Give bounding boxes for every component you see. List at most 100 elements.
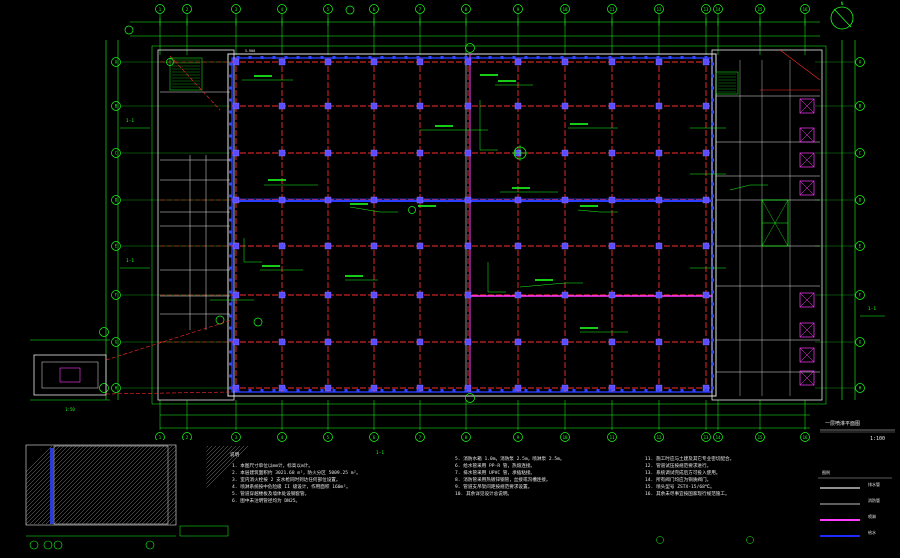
perimeter-column — [656, 389, 660, 392]
perimeter-column — [229, 266, 232, 270]
axis-number-label: 13 — [704, 435, 709, 440]
axis-bubble — [111, 148, 121, 158]
left-wing-outline — [157, 49, 235, 401]
perimeter-column — [596, 56, 600, 59]
hatch-line — [21, 445, 101, 525]
axis-bubble — [53, 540, 63, 550]
column-marker — [370, 242, 378, 250]
perimeter-column — [392, 389, 396, 392]
perimeter-column — [711, 290, 714, 294]
detail-label: 1:50 — [65, 407, 75, 412]
notes-col3: 11. 施工时应与土建及其它专业密切配合。12. 管道试压按规范要求进行。13.… — [645, 456, 734, 499]
perimeter-column — [488, 56, 492, 59]
column-marker — [561, 58, 569, 66]
perimeter-column — [229, 206, 232, 210]
perimeter-column — [368, 56, 372, 59]
perimeter-column — [711, 110, 714, 114]
leader-line — [577, 209, 601, 213]
perimeter-column — [229, 290, 232, 294]
axis-bubble — [746, 536, 754, 544]
axis-bubble — [323, 4, 333, 14]
branch-pipe — [105, 319, 233, 361]
axis-number-label: 1 — [159, 435, 162, 440]
axis-bubble — [277, 432, 287, 442]
perimeter-column — [584, 389, 588, 392]
axis-bubble — [855, 241, 865, 251]
column-marker — [232, 242, 240, 250]
perimeter-column — [711, 374, 714, 378]
label-mark — [268, 179, 286, 181]
perimeter-column — [229, 182, 232, 186]
label-mark — [345, 275, 363, 277]
fixture-cross — [799, 370, 815, 386]
perimeter-column — [344, 389, 348, 392]
perimeter-column — [229, 86, 232, 90]
column-marker — [464, 291, 472, 299]
axis-number-label: 15 — [758, 7, 763, 12]
axis-bubble — [513, 4, 523, 14]
column-marker — [561, 149, 569, 157]
axis-number-label: 7 — [419, 7, 422, 12]
column-marker — [702, 149, 710, 157]
column-marker — [416, 58, 424, 66]
legend-label: 喷淋 — [868, 514, 876, 519]
hatch-line — [69, 445, 149, 525]
column-marker — [416, 196, 424, 204]
axis-bubble — [461, 432, 471, 442]
perimeter-column — [524, 389, 528, 392]
column-marker — [278, 102, 286, 110]
column-marker — [464, 58, 472, 66]
axis-bubble — [111, 195, 121, 205]
axis-bubble — [29, 540, 39, 550]
hatch-line — [109, 445, 189, 525]
perimeter-column — [711, 86, 714, 90]
perimeter-column — [680, 56, 684, 59]
perimeter-column — [464, 389, 468, 392]
column-marker — [561, 196, 569, 204]
axis-bubble — [713, 432, 723, 442]
perimeter-column — [644, 56, 648, 59]
column-marker — [655, 196, 663, 204]
axis-number-label: 12 — [657, 435, 662, 440]
label-mark — [254, 75, 272, 77]
column-marker — [464, 102, 472, 110]
axis-number-label: 6 — [373, 435, 376, 440]
column-marker — [416, 242, 424, 250]
axis-number-label: 10 — [563, 7, 568, 12]
label-mark — [498, 80, 516, 82]
hatch-line — [33, 445, 113, 525]
column-marker — [278, 242, 286, 250]
column-marker — [416, 384, 424, 392]
label-mark — [435, 125, 453, 127]
perimeter-column — [229, 158, 232, 162]
axis-letter-label: D — [115, 198, 118, 203]
axis-bubble — [855, 57, 865, 67]
perimeter-column — [229, 374, 232, 378]
column-marker — [514, 102, 522, 110]
perimeter-column — [711, 134, 714, 138]
column-marker — [464, 242, 472, 250]
column-marker — [416, 149, 424, 157]
notes-col1: 1. 本图尺寸单位以mm计，标高以m计。2. 本层建筑面积约 3021.68 m… — [232, 463, 361, 506]
column-marker — [370, 338, 378, 346]
axis-bubble — [855, 101, 865, 111]
legend-label: 给水 — [868, 530, 876, 535]
perimeter-column — [229, 110, 232, 114]
mask — [26, 440, 176, 445]
perimeter-column — [512, 56, 516, 59]
column-marker — [324, 384, 332, 392]
column-marker — [278, 58, 286, 66]
axis-number-label: 8 — [465, 7, 468, 12]
column-marker — [464, 149, 472, 157]
axis-bubble — [855, 195, 865, 205]
axis-number-label: 7 — [419, 435, 422, 440]
perimeter-column — [548, 389, 552, 392]
perimeter-column — [320, 56, 324, 59]
note-line: 15. 喷头型号 ZSTX-15/68℃。 — [645, 485, 715, 491]
detail-box — [33, 354, 107, 396]
fixture-cross — [799, 127, 815, 143]
perimeter-column — [416, 389, 420, 392]
perimeter-column — [296, 56, 300, 59]
title-block: 一层喷淋平面图 — [825, 420, 860, 427]
legend-title: 图例 — [822, 470, 830, 475]
